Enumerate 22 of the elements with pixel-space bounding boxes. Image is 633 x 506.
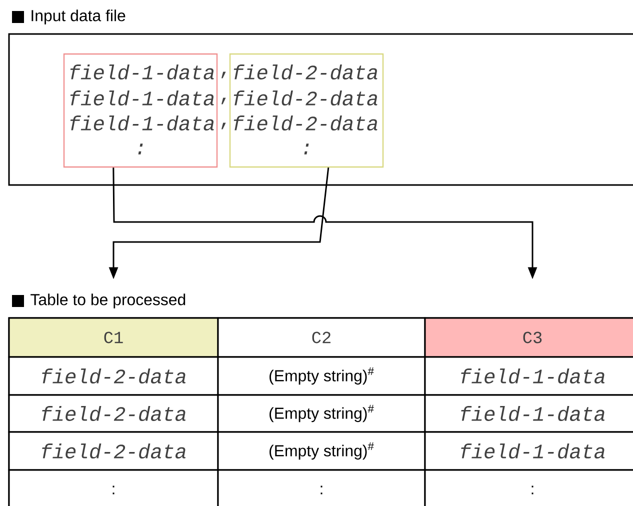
header-cell: C1 [8, 317, 219, 358]
table-cell: : [424, 469, 633, 506]
table-cell: (Empty string)$^{#}$ [217, 431, 426, 471]
comma: , [221, 98, 226, 104]
table-cell: : [8, 469, 219, 506]
header-cell: C3 [424, 317, 633, 358]
table-cell: : [217, 469, 426, 506]
field-box: field-2-data field-2-data field-2-data : [229, 53, 384, 168]
comma: , [221, 72, 226, 78]
table-cell: field-1-data [424, 394, 633, 433]
header-cell: C2 [217, 317, 426, 358]
table-cell: field-1-data [424, 431, 633, 471]
table-cell: (Empty string)$^{#}$ [217, 394, 426, 433]
table-cell: (Empty string)$^{#}$ [217, 356, 426, 396]
table-cell: field-2-data [8, 394, 219, 433]
table-cell: field-1-data [424, 356, 633, 396]
node-label: Table to be processed [30, 294, 186, 308]
comma: , [221, 122, 226, 130]
table-cell: field-2-data [8, 356, 219, 396]
table-cell: field-2-data [8, 431, 219, 471]
field-box: field-1-data field-1-data field-1-data : [63, 53, 218, 168]
node-label: Input data file [32, 10, 126, 24]
